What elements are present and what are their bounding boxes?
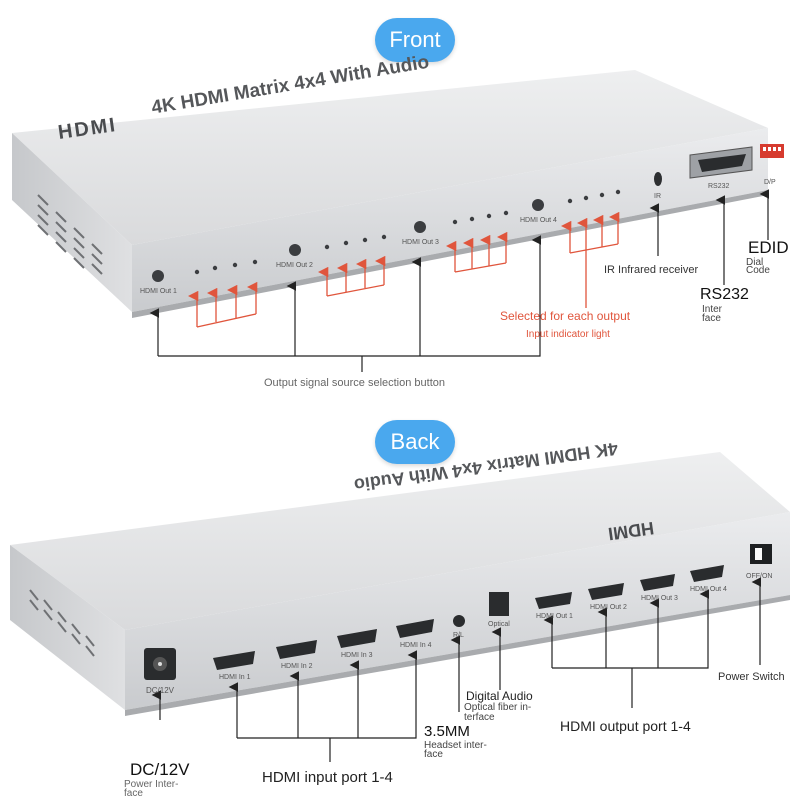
front-out3-label: HDMI Out 3 bbox=[402, 239, 439, 246]
back-lr-label: R/L bbox=[453, 632, 464, 639]
digital-audio-callout-sub-1: Optical fiber in- bbox=[464, 702, 532, 713]
back-in4-label: HDMI In 4 bbox=[400, 642, 432, 649]
back-section-label: Back bbox=[375, 420, 455, 464]
headset-callout-sub-1: Headset inter- bbox=[424, 740, 487, 751]
back-out4-label: HDMI Out 4 bbox=[690, 586, 727, 593]
front-out1-button bbox=[152, 270, 164, 282]
digital-audio-callout-title: Digital Audio bbox=[466, 689, 533, 703]
rs232-callout-sub-2: face bbox=[702, 313, 721, 324]
back-out2-label: HDMI Out 2 bbox=[590, 604, 627, 611]
headset-callout-sub-2: face bbox=[424, 749, 443, 760]
hdmi-input-callout: HDMI input port 1-4 bbox=[262, 769, 393, 786]
front-out3-button bbox=[414, 221, 426, 233]
back-headset-jack bbox=[453, 615, 465, 627]
front-ir-receiver bbox=[654, 172, 662, 186]
edid-callout-title: EDID bbox=[748, 238, 789, 257]
back-dc-label: DC/12V bbox=[146, 686, 175, 695]
front-dip-label: D/P bbox=[764, 179, 776, 186]
front-ir-label: IR bbox=[654, 193, 661, 200]
back-hdmi-inputs bbox=[213, 619, 434, 670]
back-in1-label: HDMI In 1 bbox=[219, 674, 251, 681]
back-in3-label: HDMI In 3 bbox=[341, 652, 373, 659]
back-out1-label: HDMI Out 1 bbox=[536, 613, 573, 620]
front-out4-label: HDMI Out 4 bbox=[520, 217, 557, 224]
front-left-side bbox=[12, 133, 132, 312]
input-indicator-callout: Input indicator light bbox=[526, 329, 610, 340]
back-optical-port bbox=[489, 592, 509, 616]
hdmi-output-callout: HDMI output port 1-4 bbox=[560, 718, 691, 734]
ir-receiver-callout: IR Infrared receiver bbox=[604, 264, 699, 276]
back-top-surface bbox=[10, 452, 790, 630]
front-panel-face bbox=[132, 128, 768, 312]
rs232-callout-title: RS232 bbox=[700, 286, 749, 303]
front-rs232-label: RS232 bbox=[708, 183, 730, 190]
rs232-callout-sub-1: Inter bbox=[702, 304, 723, 315]
back-in2-label: HDMI In 2 bbox=[281, 663, 313, 670]
power-switch-callout: Power Switch bbox=[718, 671, 785, 683]
back-optical-label: Optical bbox=[488, 621, 510, 628]
source-button-callout: Output signal source selection button bbox=[264, 377, 446, 389]
front-top-surface bbox=[12, 70, 768, 245]
selected-output-callout: Selected for each output bbox=[500, 309, 631, 323]
back-out3-label: HDMI Out 3 bbox=[641, 595, 678, 602]
front-out1-label: HDMI Out 1 bbox=[140, 288, 177, 295]
back-switch-label: OFF/ON bbox=[746, 573, 773, 580]
back-left-side bbox=[10, 545, 125, 710]
back-panel-face bbox=[125, 512, 790, 710]
front-out2-button bbox=[289, 244, 301, 256]
back-hdmi-outputs bbox=[535, 565, 724, 609]
front-out2-label: HDMI Out 2 bbox=[276, 262, 313, 269]
dc-callout-sub-2: face bbox=[124, 788, 143, 799]
dc-callout-title: DC/12V bbox=[130, 760, 190, 779]
digital-audio-callout-sub-2: terface bbox=[464, 712, 495, 723]
edid-callout-sub-1: Dial bbox=[746, 257, 764, 268]
front-rs232-port bbox=[689, 146, 753, 179]
front-section-label: Front bbox=[375, 18, 455, 62]
dc-callout-sub-1: Power Inter- bbox=[124, 779, 179, 790]
edid-callout-sub-2: Code bbox=[746, 265, 770, 276]
headset-callout-title: 3.5MM bbox=[424, 723, 470, 740]
front-out4-button bbox=[532, 199, 544, 211]
